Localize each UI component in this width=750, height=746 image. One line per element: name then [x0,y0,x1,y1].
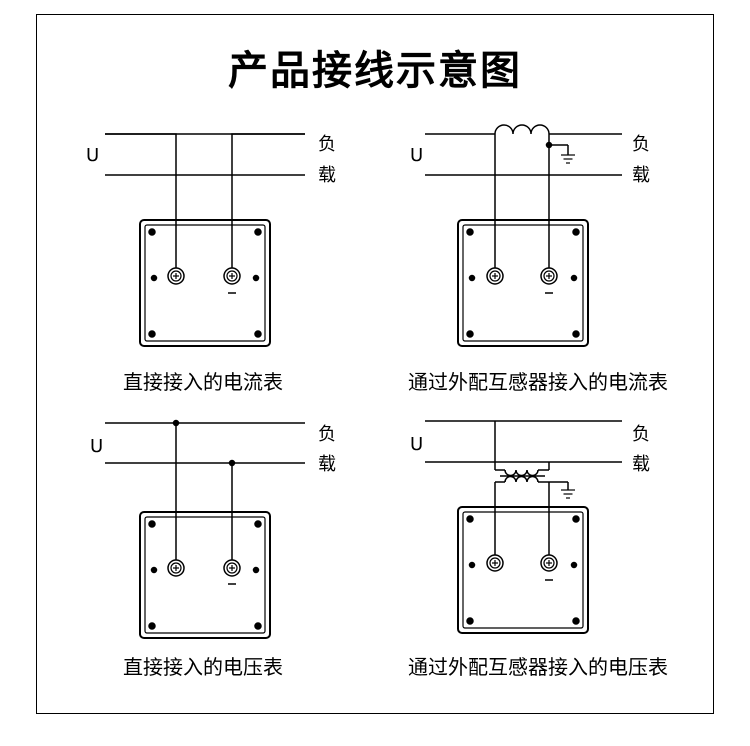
label-load-top-3: 负 [318,424,336,445]
page-title: 产品接线示意图 [228,48,522,94]
label-u-3: U [90,436,103,457]
caption-direct-voltmeter: 直接接入的电压表 [123,655,283,679]
caption-direct-ammeter: 直接接入的电流表 [123,370,283,394]
diagram-direct-voltmeter [105,419,305,639]
diagram-pt-voltmeter [425,420,622,634]
label-load-bottom-1: 载 [318,165,336,186]
outer-frame [36,14,714,714]
label-load-top-2: 负 [632,134,650,155]
label-load-bottom-3: 载 [318,454,336,475]
diagram-direct-ammeter [105,133,305,347]
diagram-ct-ammeter [425,124,622,347]
label-load-top-1: 负 [318,134,336,155]
label-u-4: U [410,434,423,455]
label-load-bottom-2: 载 [632,165,650,186]
label-load-bottom-4: 载 [632,454,650,475]
caption-pt-voltmeter: 通过外配互感器接入的电压表 [408,655,668,679]
label-load-top-4: 负 [632,424,650,445]
label-u-1: U [86,145,99,166]
caption-ct-ammeter: 通过外配互感器接入的电流表 [408,370,668,394]
label-u-2: U [410,145,423,166]
